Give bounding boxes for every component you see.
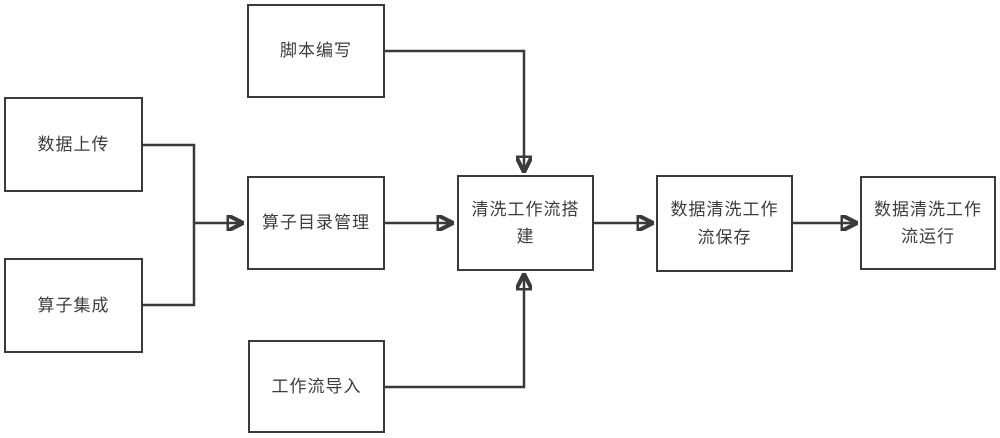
node-script-writing: 脚本编写 [247, 4, 385, 98]
node-operator-catalog-management: 算子目录管理 [247, 176, 385, 270]
connector-merge-left [143, 143, 196, 307]
node-data-cleaning-workflow-run: 数据清洗工作流运行 [860, 176, 996, 270]
node-cleaning-workflow-build: 清洗工作流搭建 [457, 175, 594, 271]
node-operator-integration: 算子集成 [4, 258, 143, 353]
node-workflow-import: 工作流导入 [248, 340, 385, 433]
connector-script-to-build [385, 49, 524, 169]
node-data-upload: 数据上传 [4, 97, 143, 192]
connector-import-to-build [384, 277, 524, 389]
node-data-cleaning-workflow-save: 数据清洗工作流保存 [656, 175, 793, 272]
